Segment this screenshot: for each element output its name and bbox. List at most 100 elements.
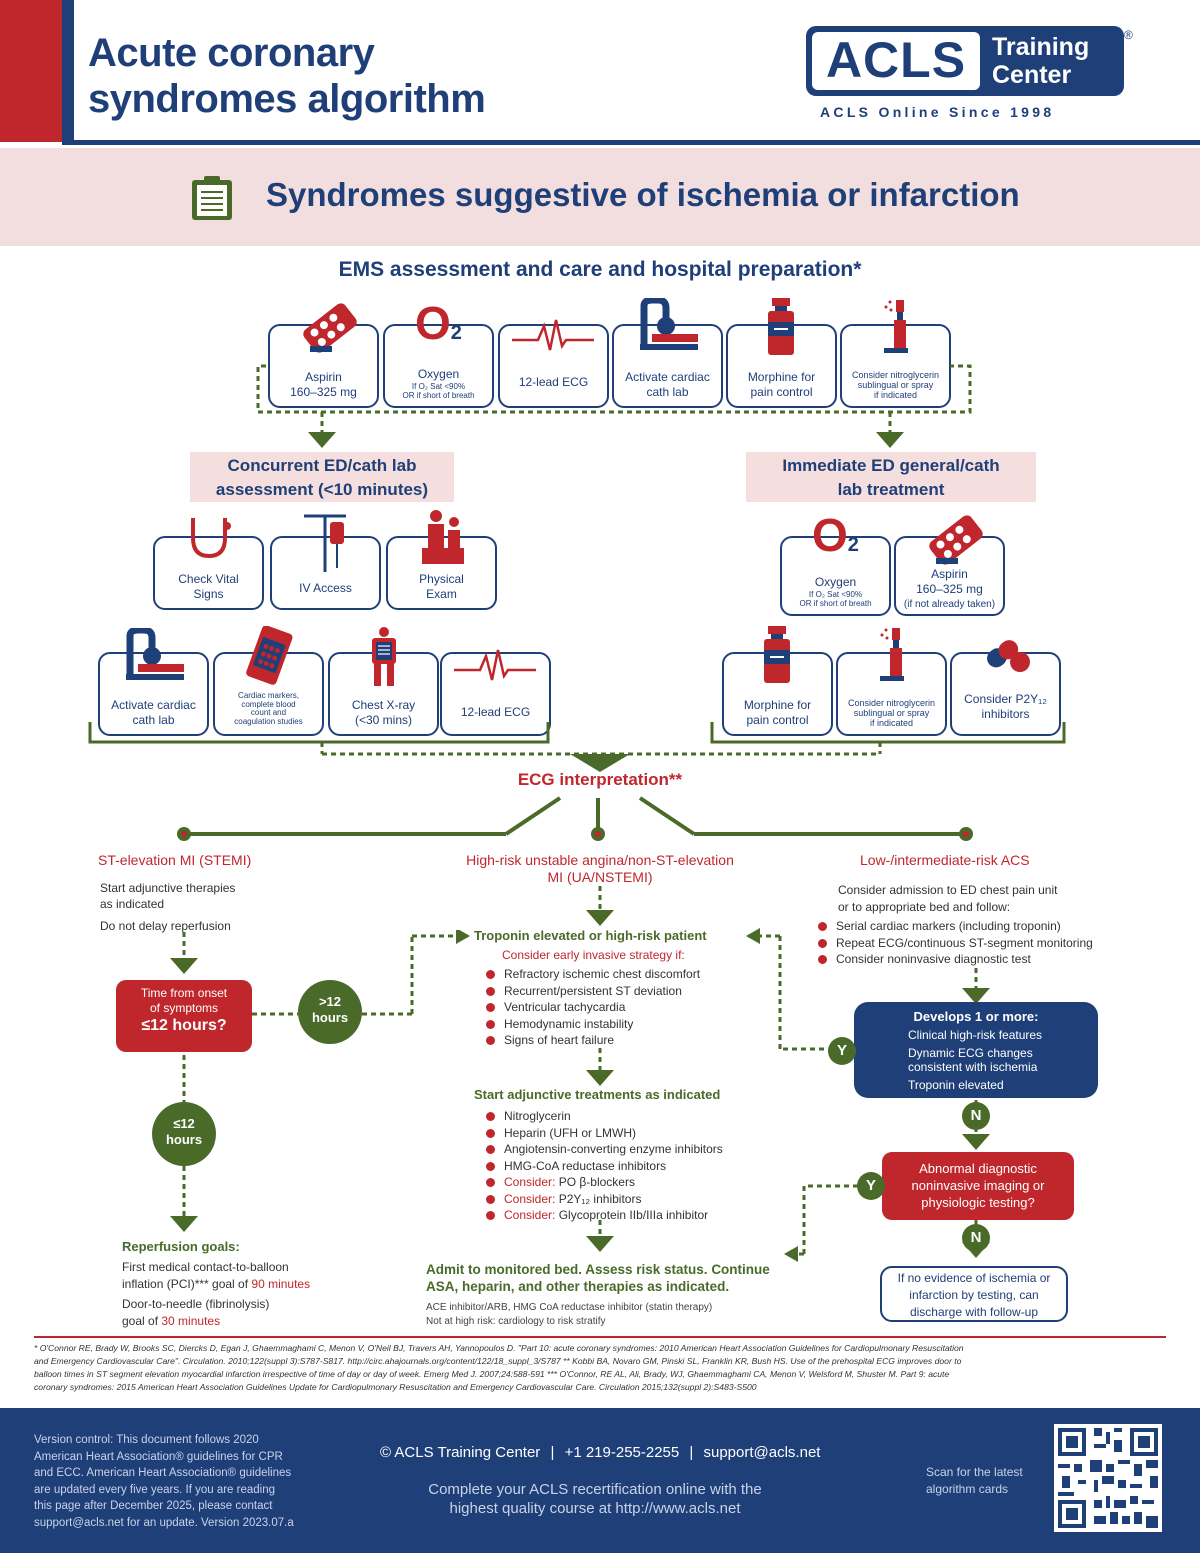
cath-lab-icon [126, 628, 184, 680]
title-line-2: syndromes algorithm [88, 77, 486, 121]
invasive-item: Hemodynamic instability [482, 1016, 700, 1033]
goal1-line2: inflation (PCI)*** goal of 90 minutes [122, 1276, 310, 1293]
right-p2y12-label: Consider P2Y₁₂ [964, 692, 1047, 706]
right-aspirin-label: Aspirin [931, 567, 968, 581]
exam-label: Physical [419, 572, 464, 586]
logo-center-text: Center [992, 61, 1072, 89]
stethoscope-icon [191, 518, 231, 559]
branch-connectors [88, 722, 1066, 772]
ems-morphine-label: Morphine for [747, 370, 816, 384]
right-nitro-sub2: if indicated [869, 718, 914, 728]
promo-line2[interactable]: highest quality course at http://www.acl… [449, 1500, 741, 1517]
footer [0, 1408, 1200, 1553]
markers-sub2: count and [250, 708, 287, 717]
spray-icon [880, 628, 904, 681]
consider-word: Consider: [504, 1175, 556, 1189]
abnormal-line3: physiologic testing? [921, 1195, 1035, 1210]
promo-line1: Complete your ACLS recertification onlin… [428, 1481, 762, 1498]
page-title: Acute coronary syndromes algorithm [88, 30, 486, 122]
vitals-sub: Signs [193, 587, 224, 601]
markers-sub: complete blood [241, 699, 296, 709]
abnormal-line2: noninvasive imaging or [911, 1178, 1045, 1193]
goal2-line1: Door-to-needle (fibrinolysis) [122, 1297, 270, 1311]
exam-sub: Exam [426, 587, 457, 601]
left-ecg-label: 12-lead ECG [460, 705, 531, 719]
xray-icon [372, 627, 396, 686]
qr-code-icon[interactable] [1054, 1424, 1162, 1532]
right-morphine-label: Morphine for [743, 698, 812, 712]
markers-sub3: coagulation studies [234, 716, 303, 726]
promo-text: Complete your ACLS recertification onlin… [380, 1480, 810, 1518]
nstemi-title-l1: High-risk unstable angina/non-ST-elevati… [466, 852, 734, 868]
vial-icon [768, 298, 794, 355]
discharge-line1: If no evidence of ischemia or [897, 1271, 1051, 1285]
header-red-bar [0, 0, 62, 142]
logo-registered-mark: ® [1124, 28, 1133, 42]
email-link[interactable]: support@acls.net [703, 1444, 821, 1461]
consider-item: Consider: Glycoprotein IIb/IIIa inhibito… [482, 1207, 723, 1224]
left-ecg-box: 12-lead ECG [440, 649, 551, 736]
consider-item: Consider: PO β-blockers [482, 1174, 723, 1191]
iv-label: IV Access [299, 581, 352, 595]
develops-item: Dynamic ECG changes consistent with isch… [908, 1046, 1038, 1074]
stemi-note-3: Do not delay reperfusion [100, 919, 231, 933]
nstemi-flow-lines [586, 886, 614, 1252]
lowrisk-title: Low-/intermediate-risk ACS [860, 852, 1030, 868]
right-morphine-sub: pain control [746, 713, 809, 727]
develops-item: Troponin elevated [908, 1078, 1004, 1092]
stemi-flow-lines [170, 930, 470, 1232]
adjunct-item: Angiotensin-converting enzyme inhibitors [482, 1141, 723, 1158]
goals-title: Reperfusion goals: [122, 1239, 240, 1254]
discharge-box: If no evidence of ischemia or infarction… [880, 1266, 1068, 1322]
ems-connectors [256, 364, 972, 448]
goal1-text: inflation (PCI)*** goal of [122, 1277, 252, 1291]
version-line: American Heart Association® guidelines f… [34, 1450, 283, 1463]
version-line: Version control: This document follows 2… [34, 1434, 259, 1446]
consider-word: Consider: [504, 1191, 556, 1206]
lowrisk-line2: or to appropriate bed and follow: [838, 900, 1011, 914]
ems-aspirin-label: Aspirin [305, 370, 342, 384]
pill-pack-icon [303, 303, 357, 353]
adjunct-item: HMG-CoA reductase inhibitors [482, 1158, 723, 1175]
ems-heading: EMS assessment and care and hospital pre… [338, 258, 862, 281]
ems-morphine-sub: pain control [750, 385, 813, 399]
stemi-note-2: as indicated [100, 897, 165, 911]
admit-line2: ASA, heparin, and other therapies as ind… [426, 1279, 730, 1294]
adjunct-item: Nitroglycerin [482, 1108, 723, 1125]
right-title-line2: lab treatment [837, 480, 945, 499]
phone-link[interactable]: +1 219-255-2255 [564, 1444, 680, 1461]
iv-box: IV Access [270, 514, 381, 610]
invasive-list: Refractory ischemic chest discomfort Rec… [482, 966, 700, 1049]
goal2-line2: goal of 30 minutes [122, 1313, 310, 1330]
adjunct-title: Start adjunctive treatments as indicated [474, 1087, 721, 1102]
pill-pack-icon [929, 515, 983, 565]
invasive-item: Refractory ischemic chest discomfort [482, 966, 700, 983]
gt12-line1: >12 [318, 994, 342, 1009]
left-cath-label: Activate cardiac [111, 698, 196, 712]
spray-icon [884, 300, 908, 353]
invasive-item: Signs of heart failure [482, 1032, 700, 1049]
logo-training-text: Training [992, 33, 1090, 61]
lowrisk-notes: Consider admission to ED chest pain unit… [838, 882, 1057, 916]
ems-cath-sub: cath lab [646, 385, 689, 399]
markers-label: Cardiac markers, [238, 691, 299, 700]
abnormal-line1: Abnormal diagnostic [919, 1161, 1037, 1176]
right-aspirin-note: (if not already taken) [903, 599, 996, 610]
xray-sub: (<30 mins) [354, 713, 413, 727]
goal1-line1: First medical contact-to-balloon [122, 1260, 289, 1274]
right-oxygen-label: Oxygen [814, 575, 857, 589]
gt12-hours-node: >12 hours [298, 980, 362, 1044]
lab-tube-icon [246, 626, 293, 685]
troponin-title: Troponin elevated or high-risk patient [474, 928, 707, 943]
copyright-text: © ACLS Training Center [380, 1444, 541, 1461]
onset-line3: ≤12 hours? [141, 1017, 227, 1034]
o2-icon: O2 [812, 509, 859, 561]
